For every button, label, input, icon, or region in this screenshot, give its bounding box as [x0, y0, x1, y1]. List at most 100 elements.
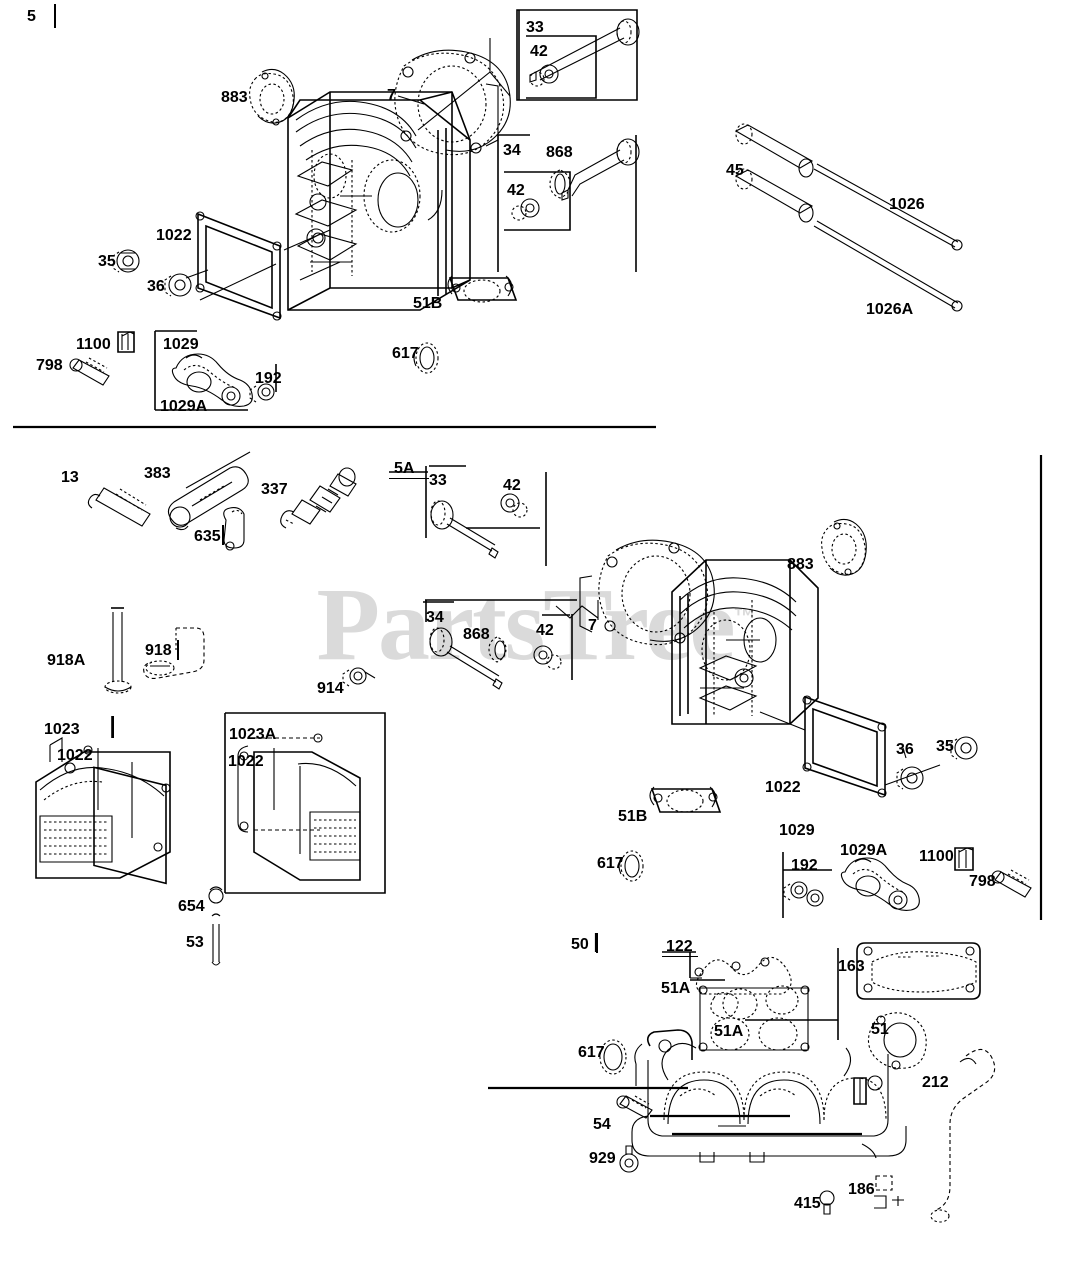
figure-ref-5-tick [54, 4, 56, 28]
callout-1029A-mid: 1029A [840, 842, 888, 859]
part-186-clip [874, 1175, 904, 1209]
callout-617-bot: 617 [578, 1044, 605, 1061]
callout-1022-mid: 1022 [765, 779, 801, 796]
part-7-head-gasket-mid [555, 539, 715, 646]
callout-798-mid: 798 [969, 873, 996, 890]
callout-45-top: 45 [726, 162, 744, 179]
callout-53: 53 [186, 934, 204, 951]
callout-798-top: 798 [36, 357, 63, 374]
callout-929: 929 [589, 1150, 616, 1167]
watermark-trademark-icon: ™ [733, 603, 756, 629]
watermark-text: PartsTree [316, 567, 735, 682]
callout-1026-top: 1026 [889, 196, 925, 213]
callout-1029-top: 1029 [163, 336, 199, 353]
callout-883-mid: 883 [787, 556, 814, 573]
callout-33-mid: 33 [429, 472, 447, 489]
callout-54: 54 [593, 1116, 611, 1133]
callout-1022-1023A: 1022 [228, 753, 264, 770]
callout-192-mid: 192 [791, 857, 818, 874]
part-cylinder-head-mid [671, 559, 819, 725]
callout-868-top: 868 [546, 144, 573, 161]
box-5A-33-42 [389, 465, 547, 566]
fig5-artwork [69, 9, 963, 411]
part-883-gasket-top [249, 68, 295, 126]
callout-617-top: 617 [392, 345, 419, 362]
callout-415: 415 [794, 1195, 821, 1212]
part-1022-gasket-top [195, 211, 331, 321]
callout-51A-b: 51A [714, 1023, 744, 1040]
callout-13: 13 [61, 469, 79, 486]
callout-1023: 1023 [44, 721, 80, 738]
callout-122: 122 [666, 938, 693, 955]
callout-186: 186 [848, 1181, 875, 1198]
rule-122 [662, 956, 698, 957]
callout-42-top-b: 42 [507, 182, 525, 199]
callout-1022-1023: 1022 [57, 747, 93, 764]
part-883-gasket-mid [821, 518, 867, 576]
part-337-spark-plug [280, 467, 357, 529]
callout-868-mid: 868 [463, 626, 490, 643]
figure-ref-5A: 5A [394, 460, 415, 477]
part-54-bolt [616, 1095, 653, 1119]
callout-7-top: 7 [387, 87, 396, 104]
callout-35-top: 35 [98, 253, 116, 270]
callout-42-mid-b: 42 [536, 622, 554, 639]
callout-1029-mid: 1029 [779, 822, 815, 839]
part-7-head-gasket [394, 49, 511, 156]
callout-42-mid-a: 42 [503, 477, 521, 494]
callout-918A: 918A [47, 652, 86, 669]
part-intake-manifold [488, 1029, 907, 1163]
part-929-washer [619, 1145, 639, 1173]
callout-617-mid: 617 [597, 855, 624, 872]
callout-33-top: 33 [526, 19, 544, 36]
callout-34-mid: 34 [426, 609, 444, 626]
part-cylinder-head-top [287, 91, 471, 311]
part-383-tube [167, 451, 251, 531]
fig50-artwork [488, 933, 996, 1223]
part-654-53 [208, 886, 224, 966]
callout-7-mid: 7 [588, 617, 597, 634]
box-122-51A-gaskets [662, 948, 839, 1052]
callout-212: 212 [922, 1074, 949, 1091]
callout-918: 918 [145, 642, 172, 659]
callout-51A-a: 51A [661, 980, 691, 997]
callout-337: 337 [261, 481, 288, 498]
callout-1029A-top: 1029A [160, 398, 208, 415]
part-45-tappets-1026-pushrods [734, 123, 963, 312]
callout-1100-top: 1100 [76, 336, 111, 353]
box-1023-rocker-cover [35, 716, 171, 885]
callout-1026A-top: 1026A [866, 301, 914, 318]
callout-51B-top: 51B [413, 295, 443, 312]
callout-163: 163 [838, 958, 865, 975]
tick-918 [177, 640, 179, 660]
callout-36-top: 36 [147, 278, 165, 295]
callout-635: 635 [194, 528, 221, 545]
fig5A-artwork [35, 451, 1032, 966]
callout-36-mid: 36 [896, 741, 914, 758]
part-13-bolt [87, 487, 151, 527]
callout-383: 383 [144, 465, 171, 482]
callout-883-top: 883 [221, 89, 248, 106]
callout-192-top: 192 [255, 370, 282, 387]
part-415-screw [819, 1190, 835, 1215]
part-51B-gasket-top [447, 275, 518, 303]
callout-1100-mid: 1100 [919, 848, 954, 865]
callout-42-top-a: 42 [530, 43, 548, 60]
part-914-screw [342, 667, 376, 687]
part-163-cover-plate [856, 942, 981, 1000]
rule-5A [389, 478, 429, 479]
callout-1023A: 1023A [229, 726, 277, 743]
figure-ref-5: 5 [27, 8, 36, 25]
callout-51: 51 [871, 1021, 889, 1038]
callout-654: 654 [178, 898, 205, 915]
tick-1023 [112, 716, 114, 738]
tick-50 [596, 933, 598, 953]
figure-ref-50: 50 [571, 936, 589, 953]
box-34-868-42-mid [423, 599, 577, 690]
callout-1022-top: 1022 [156, 227, 192, 244]
tick-635 [222, 525, 224, 545]
callout-51B-mid: 51B [618, 808, 648, 825]
callout-35-mid: 35 [936, 738, 954, 755]
callout-34-top: 34 [503, 142, 521, 159]
